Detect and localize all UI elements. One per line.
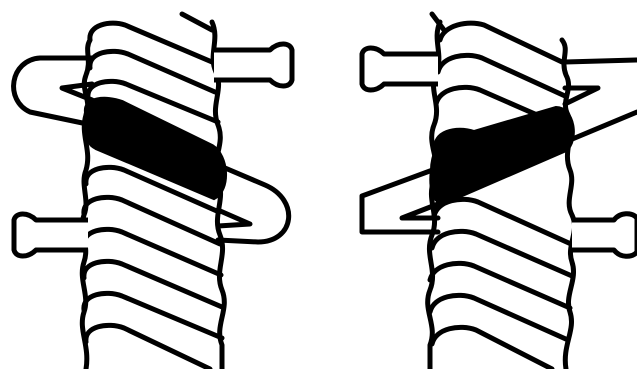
right-cord-end-top	[362, 48, 438, 90]
left-cord-lower-loop-inner	[218, 210, 250, 226]
left-cord-end-top	[214, 44, 292, 86]
right-rope-illustration	[362, 14, 637, 369]
left-cord-lower-loop	[218, 165, 289, 242]
left-rope-strand	[86, 325, 210, 369]
left-rope-top-end	[182, 14, 212, 30]
right-binding-band	[431, 108, 573, 202]
left-cord-end-bottom	[14, 214, 88, 256]
right-cord-upper-return	[570, 112, 637, 140]
left-rope-strand	[90, 23, 212, 62]
right-rope-strand	[434, 199, 571, 244]
right-cord-lower-loop	[362, 168, 438, 232]
right-rope-strand	[430, 295, 568, 340]
right-cord-end-bottom	[572, 214, 637, 257]
right-rope-strand	[430, 263, 570, 308]
right-cord-upper	[565, 60, 637, 62]
left-cord-upper-loop	[14, 58, 92, 125]
right-rope-strand	[432, 327, 552, 369]
right-rope-strand	[432, 231, 572, 276]
left-rope-illustration	[14, 14, 292, 369]
